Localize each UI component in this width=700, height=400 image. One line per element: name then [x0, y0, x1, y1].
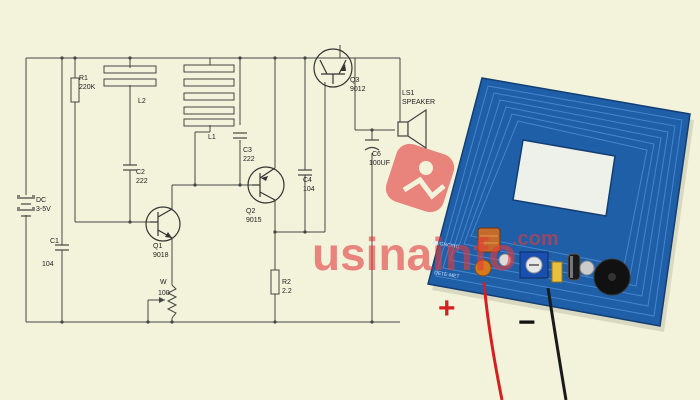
- c6-value: 100UF: [369, 160, 390, 167]
- speaker-icon: [397, 108, 427, 150]
- red-wire: [482, 281, 504, 400]
- c3-value: 222: [243, 156, 255, 163]
- q1-symbol: [145, 206, 181, 242]
- c4-symbol: [298, 169, 312, 176]
- dc-label: DC: [36, 197, 46, 204]
- w-value: 100: [158, 290, 170, 297]
- watermark-tld: .com: [512, 228, 559, 250]
- watermark-logo-icon: [385, 143, 455, 213]
- w-symbol: [166, 284, 178, 319]
- c3-label: C3: [243, 147, 252, 154]
- minus-label: −: [518, 306, 536, 339]
- transistor-component-2: [579, 260, 595, 276]
- c1-symbol: [55, 244, 69, 251]
- c1-label: C1: [50, 238, 59, 245]
- speaker-label: SPEAKER: [402, 99, 435, 106]
- q3-value: 9012: [350, 86, 366, 93]
- pcb-photo: ALIGNCIRC DETE-MET: [427, 77, 694, 332]
- l1-symbol: [183, 64, 235, 127]
- c4-label: C4: [303, 177, 312, 184]
- c6-label: C6: [372, 151, 381, 158]
- q1-label: Q1: [153, 243, 162, 250]
- speaker-ref: LS1: [402, 90, 415, 97]
- c3-symbol: [233, 132, 247, 139]
- q2-value: 9015: [246, 217, 262, 224]
- r2-label: R2: [282, 279, 291, 286]
- c1-value: 104: [42, 261, 54, 268]
- r1-label: R1: [79, 75, 88, 82]
- l2-label: L2: [138, 98, 146, 105]
- electrolytic-capacitor: [567, 253, 581, 281]
- c2-symbol: [123, 164, 137, 171]
- dc-value: 3-5V: [36, 206, 51, 213]
- r2-symbol: [270, 269, 280, 295]
- c2-value: 222: [136, 178, 148, 185]
- black-wire: [546, 287, 568, 400]
- pcb-silk-2: DETE-MET: [434, 270, 460, 280]
- q2-symbol: [247, 166, 285, 204]
- r2-value: 2.2: [282, 288, 292, 295]
- q1-value: 9018: [153, 252, 169, 259]
- plus-label: +: [438, 292, 456, 325]
- q3-symbol: [313, 48, 353, 88]
- c6-symbol: [364, 139, 380, 151]
- w-label: W: [160, 279, 167, 286]
- inductor-component: [477, 227, 501, 253]
- schematic-wires: [25, 45, 401, 323]
- resistor-component: [551, 261, 563, 283]
- junction-dots: [60, 56, 374, 324]
- watermark-text: usinainfo: [312, 228, 516, 280]
- c2-label: C2: [136, 169, 145, 176]
- pcb-silk-1: ALIGNCIRC: [432, 240, 460, 250]
- l1-label: L1: [208, 134, 216, 141]
- c4-value: 104: [303, 186, 315, 193]
- q2-label: Q2: [246, 208, 255, 215]
- capacitor-component: [474, 259, 492, 277]
- r1-symbol: [70, 77, 80, 103]
- transistor-component: [498, 253, 512, 267]
- r1-value: 220K: [79, 84, 96, 91]
- l2-symbol: [103, 65, 157, 87]
- q3-label: Q3: [350, 77, 359, 84]
